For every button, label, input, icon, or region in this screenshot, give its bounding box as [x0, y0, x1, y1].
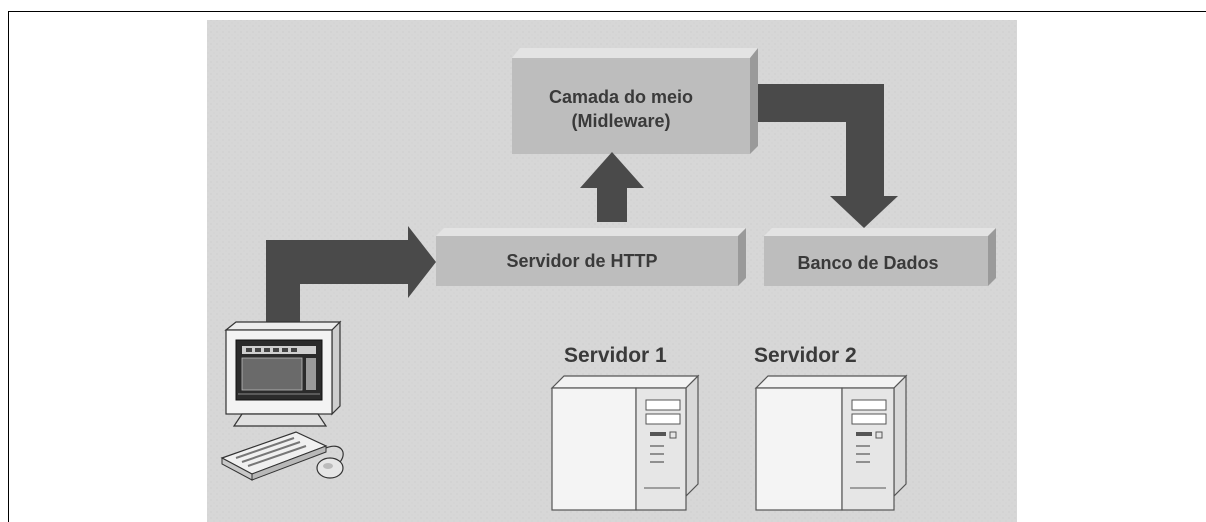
server1-label: Servidor 1	[564, 344, 667, 367]
http-server-label: Servidor de HTTP	[506, 251, 657, 271]
server2-label: Servidor 2	[754, 344, 857, 367]
client-computer-icon	[220, 320, 344, 481]
http-server-box: Servidor de HTTP	[436, 228, 746, 286]
arrow-client-to-http	[266, 226, 436, 330]
arrow-middleware-to-database	[758, 84, 898, 228]
arrow-http-to-middleware	[580, 152, 644, 222]
figure-frame	[8, 11, 1206, 522]
server-tower-icon	[550, 374, 700, 511]
server-tower-icon	[754, 374, 908, 511]
middleware-label-line2: (Midleware)	[571, 111, 670, 131]
middleware-label-line1: Camada do meio	[549, 87, 693, 107]
database-box: Banco de Dados	[764, 228, 996, 286]
middleware-box: Camada do meio (Midleware)	[512, 48, 758, 154]
database-label: Banco de Dados	[797, 253, 938, 273]
